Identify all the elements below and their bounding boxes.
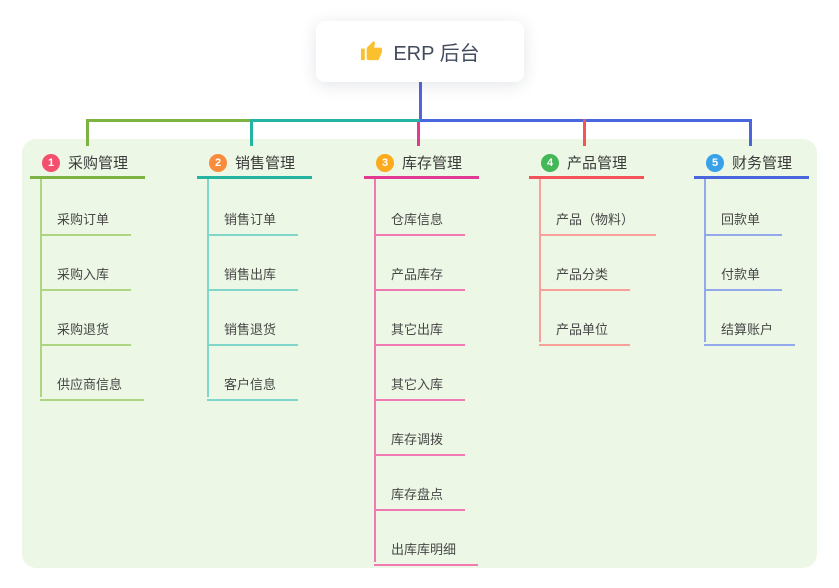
branch-label: 销售管理 (235, 155, 296, 172)
child-node[interactable]: 结算账户 (704, 319, 796, 346)
child-node[interactable]: 销售出库 (207, 264, 299, 291)
branch-spine-2 (207, 179, 209, 397)
branch-drop-2 (250, 119, 253, 146)
branch-node-finance[interactable]: 5 财务管理 (694, 149, 809, 179)
branch-drop-4 (583, 119, 586, 146)
child-node[interactable]: 回款单 (704, 209, 783, 236)
child-node[interactable]: 产品（物料） (539, 209, 657, 236)
branch-drop-1 (86, 119, 89, 146)
child-node[interactable]: 付款单 (704, 264, 783, 291)
thumbs-up-icon (361, 40, 383, 61)
branch-spine-5 (704, 179, 706, 342)
child-node[interactable]: 其它入库 (374, 374, 466, 401)
root-node[interactable]: ERP 后台 (316, 21, 524, 82)
branch-badge-2: 2 (209, 153, 227, 172)
branch-label: 财务管理 (732, 155, 793, 172)
branch-label: 库存管理 (402, 155, 463, 172)
child-node[interactable]: 产品单位 (539, 319, 631, 346)
branch-badge-4: 4 (541, 153, 559, 172)
branch-node-product[interactable]: 4 产品管理 (529, 149, 644, 179)
branch-node-sales[interactable]: 2 销售管理 (197, 149, 312, 179)
branch-spine-1 (40, 179, 42, 397)
branch-badge-3: 3 (376, 153, 394, 172)
branch-label: 采购管理 (68, 155, 129, 172)
bus-segment-blue (420, 119, 752, 122)
child-node[interactable]: 供应商信息 (40, 374, 145, 401)
child-node[interactable]: 客户信息 (207, 374, 299, 401)
branch-badge-1: 1 (42, 153, 60, 172)
branch-drop-3 (417, 122, 420, 146)
branch-label: 产品管理 (567, 155, 628, 172)
child-node[interactable]: 库存盘点 (374, 484, 466, 511)
child-node[interactable]: 采购订单 (40, 209, 132, 236)
branch-node-inventory[interactable]: 3 库存管理 (364, 149, 479, 179)
child-node[interactable]: 库存调拨 (374, 429, 466, 456)
background-panel (22, 139, 817, 568)
branch-badge-5: 5 (706, 153, 724, 172)
branch-drop-5 (749, 119, 752, 146)
child-node[interactable]: 销售订单 (207, 209, 299, 236)
child-node[interactable]: 采购入库 (40, 264, 132, 291)
bus-segment-teal (252, 119, 420, 122)
child-node[interactable]: 产品库存 (374, 264, 466, 291)
root-label: ERP 后台 (393, 43, 480, 65)
branch-node-purchase[interactable]: 1 采购管理 (30, 149, 145, 179)
branch-spine-3 (374, 179, 376, 562)
child-node[interactable]: 销售退货 (207, 319, 299, 346)
child-node[interactable]: 产品分类 (539, 264, 631, 291)
bus-segment-green (86, 119, 252, 122)
child-node[interactable]: 出库库明细 (374, 539, 479, 566)
branch-spine-4 (539, 179, 541, 342)
child-node[interactable]: 其它出库 (374, 319, 466, 346)
root-connector-line (419, 82, 422, 120)
child-node[interactable]: 仓库信息 (374, 209, 466, 236)
child-node[interactable]: 采购退货 (40, 319, 132, 346)
